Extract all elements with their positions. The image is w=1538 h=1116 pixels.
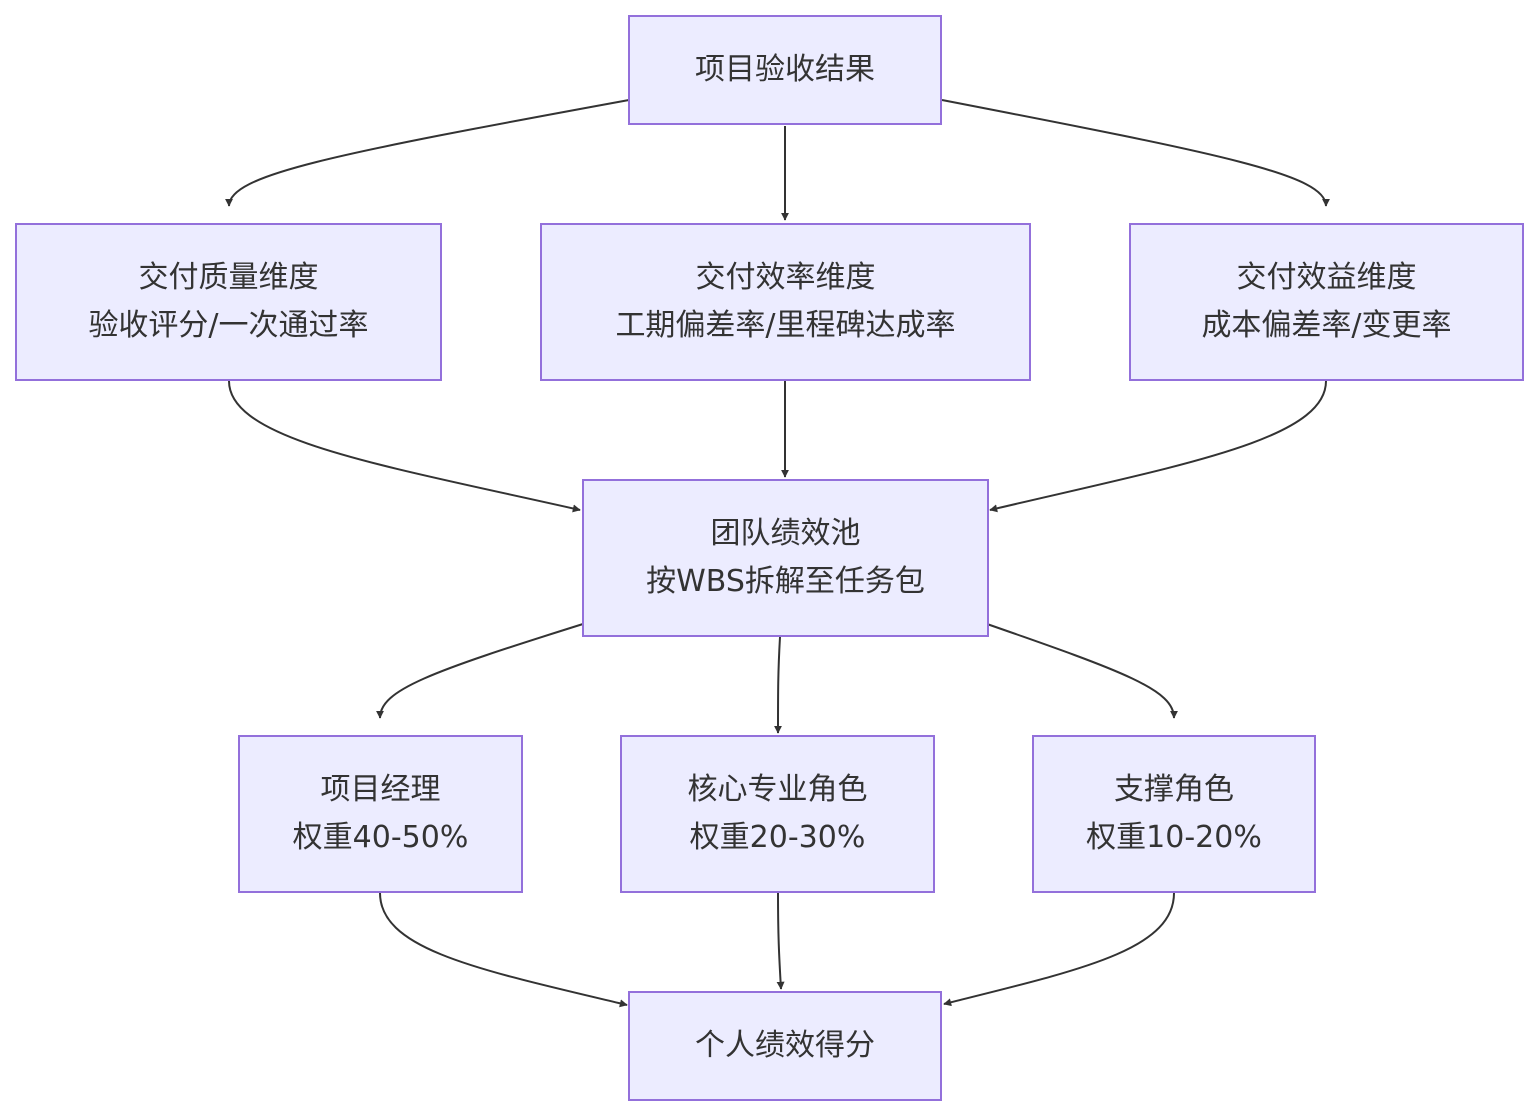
edge-acceptance-to-benefit <box>941 99 1330 207</box>
node-project-acceptance[interactable]: 项目验收结果 <box>628 15 942 125</box>
node-project-manager[interactable]: 项目经理 权重40-50% <box>238 735 523 893</box>
edge-support-to-personal <box>943 892 1175 1007</box>
edge-acceptance-to-quality <box>225 99 630 207</box>
node-core-professional-role-weight: 权重20-30% <box>689 820 866 855</box>
node-project-manager-title: 项目经理 <box>320 772 441 807</box>
edge-pool-to-core <box>774 636 783 734</box>
node-project-manager-weight: 权重40-50% <box>292 820 469 855</box>
node-delivery-benefit[interactable]: 交付效益维度 成本偏差率/变更率 <box>1129 223 1524 381</box>
node-delivery-quality-metrics: 验收评分/一次通过率 <box>88 308 369 343</box>
node-delivery-quality[interactable]: 交付质量维度 验收评分/一次通过率 <box>15 223 442 381</box>
node-core-professional-role[interactable]: 核心专业角色 权重20-30% <box>620 735 935 893</box>
node-personal-performance-score[interactable]: 个人绩效得分 <box>628 991 942 1101</box>
node-team-performance-pool-detail: 按WBS拆解至任务包 <box>646 564 925 599</box>
node-core-professional-role-title: 核心专业角色 <box>687 772 868 807</box>
node-support-role-weight: 权重10-20% <box>1086 820 1262 855</box>
node-personal-performance-score-label: 个人绩效得分 <box>695 1028 875 1063</box>
node-delivery-quality-title: 交付质量维度 <box>138 260 319 295</box>
edge-pool-to-support <box>986 623 1178 719</box>
node-team-performance-pool[interactable]: 团队绩效池 按WBS拆解至任务包 <box>582 479 989 637</box>
node-support-role-title: 支撑角色 <box>1114 772 1234 807</box>
node-delivery-benefit-title: 交付效益维度 <box>1236 260 1417 295</box>
edge-quality-to-pool <box>228 380 581 513</box>
node-team-performance-pool-title: 团队绩效池 <box>710 516 861 551</box>
node-delivery-efficiency-metrics: 工期偏差率/里程碑达成率 <box>615 308 956 343</box>
edge-pm-to-personal <box>379 892 628 1008</box>
edge-pool-to-pm <box>376 623 584 719</box>
node-delivery-benefit-metrics: 成本偏差率/变更率 <box>1201 308 1452 343</box>
node-delivery-efficiency[interactable]: 交付效率维度 工期偏差率/里程碑达成率 <box>540 223 1031 381</box>
node-delivery-efficiency-title: 交付效率维度 <box>695 260 876 295</box>
node-project-acceptance-label: 项目验收结果 <box>695 52 875 87</box>
edge-benefit-to-pool <box>989 380 1327 513</box>
node-support-role[interactable]: 支撑角色 权重10-20% <box>1032 735 1316 893</box>
edge-core-to-personal <box>776 892 785 990</box>
